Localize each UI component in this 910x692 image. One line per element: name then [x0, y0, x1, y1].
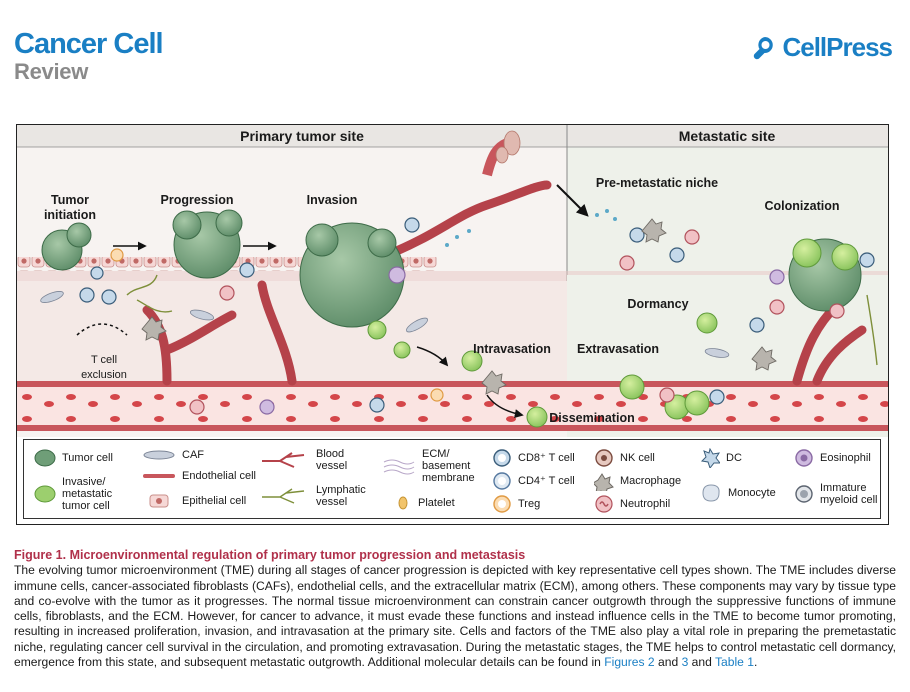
caption-end: .: [754, 655, 758, 670]
legend-cd4: CD4⁺ T cell: [492, 471, 575, 491]
journal-section: Review: [14, 59, 89, 84]
stage-intravasation: Intravasation: [473, 342, 551, 356]
legend-lymphatic-vessel: Lymphatic vessel: [260, 484, 370, 508]
publisher-logo[interactable]: CellPress: [749, 32, 893, 63]
caption-and: and: [654, 655, 682, 670]
stage-colonization: Colonization: [764, 199, 840, 213]
legend-tumor-cell: Tumor cell: [34, 448, 113, 468]
t-cell-exclusion-label: T cell exclusion: [81, 354, 127, 381]
legend-endothelial: Endothelial cell: [142, 470, 256, 482]
legend-platelet: Platelet: [394, 496, 455, 510]
blood-vessel-icon: [262, 452, 305, 468]
figure-3-link[interactable]: 3: [681, 655, 689, 670]
legend-label: ECM/ basement membrane: [422, 448, 475, 484]
legend-neutrophil: Neutrophil: [594, 494, 670, 514]
stage-dissemination: Dissemination: [549, 411, 635, 425]
publisher-name: CellPress: [782, 32, 893, 62]
legend-caf: CAF: [142, 448, 204, 462]
primary-site-heading: Primary tumor site: [240, 128, 364, 144]
legend-label: CAF: [182, 449, 204, 461]
eosinophil-icon: [795, 449, 813, 467]
legend-label: Neutrophil: [620, 498, 671, 510]
legend-macrophage: Macrophage: [594, 471, 681, 491]
legend-label: Platelet: [418, 497, 455, 509]
legend-cd8: CD8⁺ T cell: [492, 448, 575, 468]
monocyte-icon: [702, 484, 720, 502]
legend-dc: DC: [700, 448, 742, 468]
legend-myeloid: Immature myeloid cell: [794, 482, 884, 506]
cd8-t-cell-icon: [493, 449, 511, 467]
legend-label: Eosinophil: [820, 452, 871, 464]
caf-icon: [143, 450, 175, 460]
invasive-cell-icon: [34, 485, 56, 503]
legend-label: Monocyte: [728, 487, 776, 499]
tumor-invasion-mass: [299, 222, 405, 328]
legend-label: Lymphatic vessel: [316, 484, 366, 508]
caption-title: Figure 1. Microenvironmental regulation …: [14, 548, 526, 562]
legend-invasive-cell: Invasive/ metastatic tumor cell: [34, 476, 134, 512]
lymphatic-vessel-icon: [262, 488, 305, 504]
stage-extravasation: Extravasation: [577, 342, 659, 356]
legend-nk: NK cell: [594, 448, 655, 468]
cd4-t-cell-icon: [493, 472, 511, 490]
caption-body: The evolving tumor microenvironment (TME…: [14, 563, 896, 670]
legend-label: Treg: [518, 498, 541, 510]
legend-label: Blood vessel: [316, 448, 348, 472]
journal-header: Cancer Cell Review: [14, 28, 164, 84]
figure-illustration: [17, 125, 888, 437]
stage-dormancy: Dormancy: [627, 297, 689, 311]
neutrophil-icon: [595, 495, 613, 513]
caption-and-2: and: [688, 655, 715, 670]
legend-label: Immature myeloid cell: [820, 482, 878, 506]
legend-blood-vessel: Blood vessel: [260, 448, 360, 472]
legend-label: CD8⁺ T cell: [518, 452, 575, 464]
treg-icon: [493, 495, 511, 513]
legend-treg: Treg: [492, 494, 540, 514]
nk-cell-icon: [595, 449, 613, 467]
legend-label: Epithelial cell: [182, 495, 247, 507]
endothelial-cell-icon: [143, 474, 175, 478]
legend-eosinophil: Eosinophil: [794, 448, 871, 468]
myeloid-cell-icon: [795, 485, 813, 503]
legend-ecm: ECM/ basement membrane: [382, 448, 492, 484]
ecm-icon: [383, 459, 415, 475]
stage-invasion: Invasion: [306, 193, 358, 207]
cellpress-logo-icon: [754, 36, 774, 59]
figure-caption: Figure 1. Microenvironmental regulation …: [14, 548, 896, 670]
figures-2-link[interactable]: Figures 2: [604, 655, 655, 670]
legend-monocyte: Monocyte: [700, 482, 776, 504]
legend-label: Endothelial cell: [182, 470, 256, 482]
figure-panel: Primary tumor site Metastatic site Tumor…: [16, 124, 889, 525]
table-1-link[interactable]: Table 1: [715, 655, 754, 670]
legend-epithelial: Epithelial cell: [142, 494, 246, 508]
legend-label: NK cell: [620, 452, 655, 464]
epithelial-cell-icon: [149, 494, 169, 508]
macrophage-icon: [594, 473, 614, 491]
colonization-mass: [788, 238, 862, 312]
tumor-progression-mass: [172, 209, 243, 279]
figure-legend: Tumor cell Invasive/ metastatic tumor ce…: [23, 439, 881, 519]
legend-label: Invasive/ metastatic tumor cell: [62, 476, 113, 512]
tumor-cell-icon: [34, 449, 56, 467]
stage-progression: Progression: [160, 193, 234, 207]
legend-label: Tumor cell: [62, 452, 113, 464]
dc-icon: [700, 448, 720, 468]
journal-title: Cancer Cell: [14, 28, 164, 60]
legend-label: Macrophage: [620, 475, 682, 487]
stage-tumor-initiation: Tumor initiation: [43, 193, 97, 222]
platelet-icon: [398, 496, 408, 510]
stage-premetastatic-niche: Pre-metastatic niche: [595, 176, 719, 190]
legend-label: DC: [726, 452, 742, 464]
tumor-initiation-mass: [41, 222, 92, 271]
metastatic-site-heading: Metastatic site: [678, 128, 776, 144]
legend-label: CD4⁺ T cell: [518, 475, 575, 487]
